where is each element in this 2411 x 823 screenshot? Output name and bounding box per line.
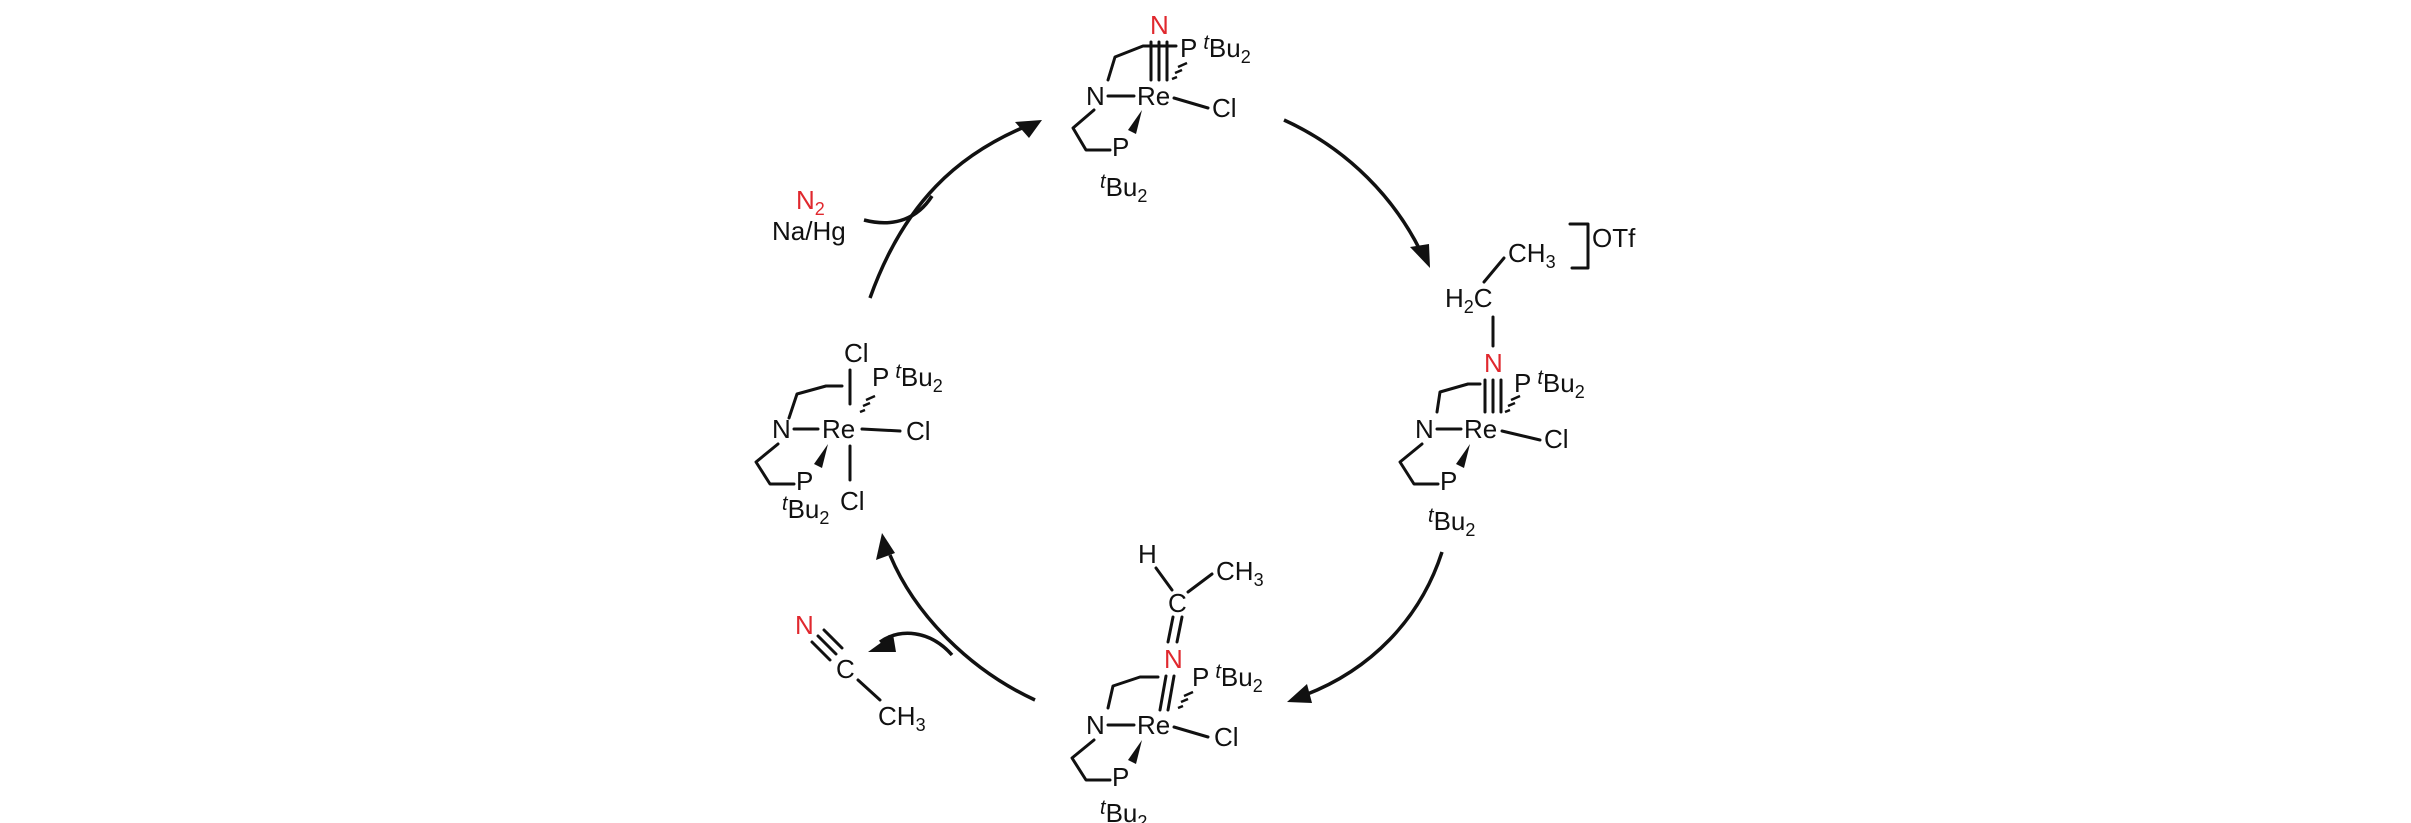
trichloride-cl-right: Cl [906, 416, 931, 446]
imido-ch3: CH3 [1216, 556, 1264, 590]
imido-cl: Cl [1214, 722, 1239, 752]
imido-n: N [1164, 644, 1183, 674]
reagent-n2: N2 [796, 185, 825, 219]
trichloride-tbu-bot: tBu2 [782, 493, 829, 528]
trichloride-p-bot: P [796, 466, 813, 496]
ethylated-re: Re [1464, 414, 1497, 444]
arrowhead-nitrile-release [868, 634, 896, 652]
cycle-arrows [863, 118, 1444, 703]
ethyl-ch3: CH3 [1508, 238, 1556, 272]
trichloride-amine-n: N [772, 414, 791, 444]
arrow-trichloride-to-nitride [868, 126, 1023, 299]
ethylated-cl: Cl [1544, 424, 1569, 454]
acetonitrile-byproduct: N C CH3 [795, 610, 926, 735]
nitride-p-bot: P [1112, 132, 1129, 162]
arrow-imido-to-trichloride [888, 554, 1036, 702]
ethylated-p-wedge-bond [1456, 444, 1470, 468]
ethylated-n: N [1484, 348, 1503, 378]
imido-c: C [1168, 588, 1187, 618]
trichloride-upper-arm [787, 384, 844, 420]
nitride-p-wedge-bond [1128, 110, 1142, 134]
arrowhead-imido-to-trichloride [876, 533, 895, 560]
nitride-re: Re [1137, 81, 1170, 111]
imido-cn-double-b [1175, 615, 1184, 644]
arrowhead-nitride-to-ethylated [1410, 244, 1430, 268]
imido-p-hash-bond [1177, 690, 1194, 710]
arrowhead-trichloride-to-nitride [1015, 120, 1042, 138]
ethyl-h2c: H2C [1445, 283, 1493, 317]
nitride-lower-arm [1071, 108, 1112, 152]
nitrile-n: N [795, 610, 814, 640]
ethylated-lower-arm [1398, 442, 1440, 486]
ethylated-p-hash-bond [1504, 394, 1521, 414]
nitride-n: N [1150, 10, 1169, 40]
nitride-tbu-bot: tBu2 [1100, 171, 1147, 206]
nitrile-triple-bond-1 [816, 634, 838, 656]
arrow-nitride-to-ethylated [1283, 118, 1422, 251]
imido-p-wedge-bond [1128, 740, 1142, 764]
ethylated-bracket [1568, 222, 1590, 270]
ethylated-amine-n: N [1415, 414, 1434, 444]
trichloride-cl-bot: Cl [840, 486, 865, 516]
nitride-cl: Cl [1212, 93, 1237, 123]
imido-cn-double-a [1166, 615, 1175, 644]
imido-c-ch3-bond [1186, 572, 1214, 594]
nitride-amine-n: N [1086, 81, 1105, 111]
imido-tbu-bot: tBu2 [1100, 797, 1147, 823]
ethylated-p-bot: P [1440, 466, 1457, 496]
trichloride-cl-top: Cl [844, 338, 869, 368]
reagent-label: N2 Na/Hg [772, 185, 846, 246]
nitrile-triple-bond-3 [822, 628, 844, 650]
arrow-nitrile-release [878, 631, 954, 657]
ethylated-upper-arm [1435, 382, 1482, 414]
nitrile-triple-bond-2 [810, 640, 832, 662]
trichloride-re-cl-right-bond [860, 427, 902, 433]
arrow-n2-addition [863, 195, 934, 225]
trichloride-re: Re [822, 414, 855, 444]
trichloride-p-wedge-bond [814, 444, 828, 468]
imido-h-c-bond [1154, 566, 1174, 592]
nitride-re-cl-bond [1172, 96, 1210, 110]
ethylated-tbu-bot: tBu2 [1428, 505, 1475, 540]
imido-lower-arm [1070, 738, 1112, 782]
ethylated-counterion: OTf [1592, 223, 1636, 253]
ethylated-re-cl-bond [1500, 429, 1542, 442]
arrowhead-ethylated-to-imido [1287, 684, 1312, 703]
nitrile-c-ch3-bond [856, 678, 882, 702]
imido-re: Re [1137, 710, 1170, 740]
imido-triple-bond-b [1166, 674, 1176, 712]
imido-p-bot: P [1112, 762, 1129, 792]
arrow-ethylated-to-imido [1304, 551, 1444, 697]
imido-amine-n: N [1086, 710, 1105, 740]
nitride-upper-arm [1106, 44, 1178, 82]
imido-h: H [1138, 539, 1157, 569]
imido-upper-arm [1106, 675, 1160, 710]
imido-triple-bond-a [1158, 674, 1168, 712]
nitrile-ch3: CH3 [878, 701, 926, 735]
imido-re-cl-bond [1172, 725, 1210, 739]
nitride-p-hash-bond [1171, 61, 1188, 81]
trichloride-p-hash-bond [859, 394, 876, 414]
nitrile-c: C [836, 654, 855, 684]
reagent-reductant: Na/Hg [772, 216, 846, 246]
trichloride-lower-arm [754, 442, 796, 486]
ethyl-cc-bond [1482, 256, 1506, 284]
